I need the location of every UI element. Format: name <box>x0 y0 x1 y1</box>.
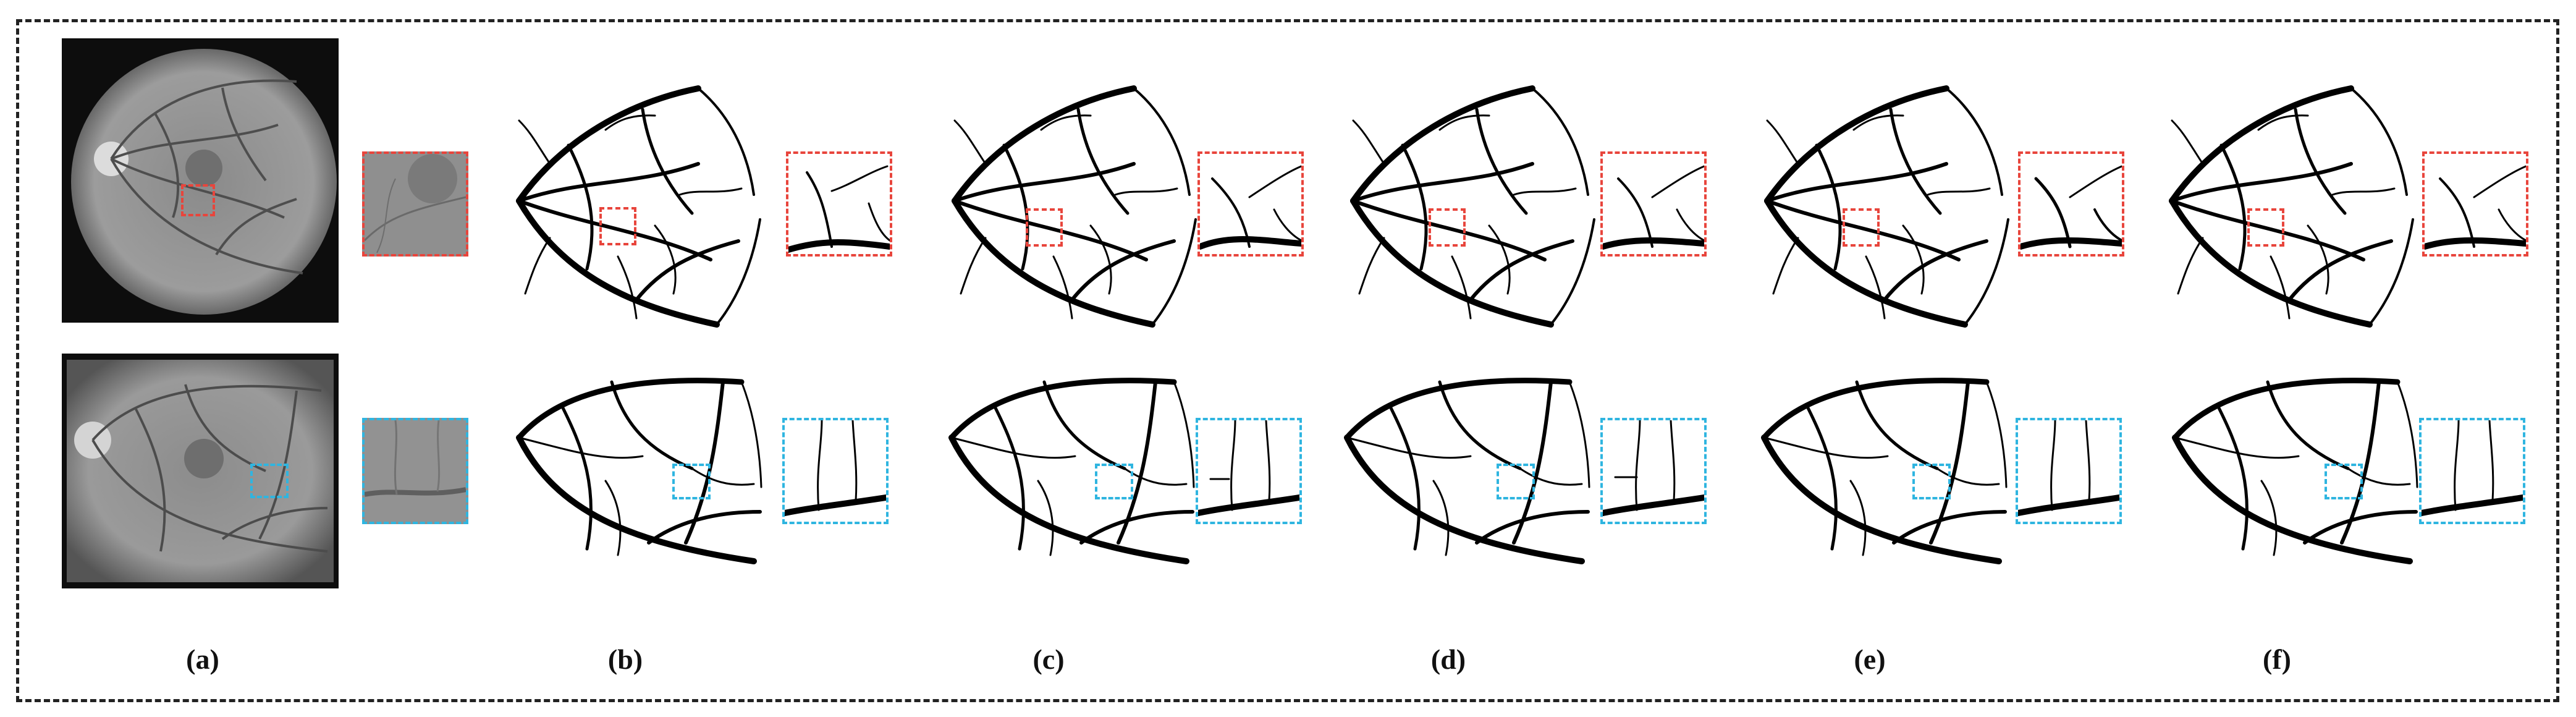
segmentation-c-row2 <box>927 357 1199 586</box>
segmentation-c-row1 <box>930 71 1202 331</box>
segmentation-d-row2-graphic <box>1322 357 1594 586</box>
roi-box-d-row2 <box>1497 464 1535 499</box>
roi-box-e-row2 <box>1912 464 1951 499</box>
zoom-crop-e-row2-graphic <box>2018 420 2119 516</box>
roi-box-f-row2 <box>2325 464 2363 499</box>
zoom-crop-b-row2-graphic <box>785 420 886 516</box>
roi-box-e-row1 <box>1843 208 1880 247</box>
zoom-crop-d-row1 <box>1600 151 1707 257</box>
fundus-image-row2-graphic <box>67 360 334 582</box>
segmentation-f-row2-graphic <box>2150 357 2422 586</box>
fundus-image-row2 <box>62 354 339 588</box>
segmentation-c-row2-graphic <box>927 357 1199 586</box>
segmentation-e-row1-graphic <box>1742 71 2014 331</box>
zoom-crop-row1-original <box>362 151 468 257</box>
segmentation-f-row1 <box>2147 71 2419 331</box>
roi-box-b-row2 <box>672 464 711 499</box>
segmentation-f-row2 <box>2150 357 2422 586</box>
roi-box-c-row1 <box>1026 208 1063 247</box>
zoom-crop-row2-original <box>362 418 468 524</box>
zoom-crop-b-row1-graphic <box>788 165 890 253</box>
roi-box-d-row1 <box>1429 208 1466 247</box>
segmentation-c-row1-graphic <box>930 71 1202 331</box>
segmentation-d-row1-graphic <box>1328 71 1600 331</box>
segmentation-d-row2 <box>1322 357 1594 586</box>
dashed-frame <box>16 19 2559 702</box>
panel-label-b: (b) <box>607 643 643 675</box>
panel-label-e: (e) <box>1854 643 1886 675</box>
segmentation-e-row2 <box>1739 357 2011 586</box>
roi-box-row2 <box>250 464 289 498</box>
zoom-crop-d-row2-graphic <box>1603 420 1704 516</box>
segmentation-f-row1-graphic <box>2147 71 2419 331</box>
zoom-crop-e-row2 <box>2016 418 2122 524</box>
zoom-crop-b-row1 <box>786 151 892 257</box>
fundus-image-row1-graphic <box>71 49 337 315</box>
zoom-crop-row1-original-graphic <box>365 154 466 254</box>
segmentation-e-row1 <box>1742 71 2014 331</box>
zoom-crop-c-row1 <box>1197 151 1304 257</box>
panel-label-c: (c) <box>1033 643 1065 675</box>
zoom-crop-row2-original-graphic <box>365 420 466 522</box>
zoom-crop-d-row1-graphic <box>1603 165 1704 250</box>
roi-box-c-row2 <box>1095 464 1133 499</box>
zoom-crop-e-row1-graphic <box>2021 165 2122 250</box>
segmentation-b-row2 <box>494 357 766 586</box>
zoom-crop-c-row2 <box>1196 418 1302 524</box>
roi-box-row1 <box>181 184 215 216</box>
roi-box-b-row1 <box>599 207 636 245</box>
zoom-crop-d-row2 <box>1600 418 1707 524</box>
zoom-crop-f-row1 <box>2422 151 2528 257</box>
panel-label-f: (f) <box>2263 643 2291 675</box>
zoom-crop-f-row2-graphic <box>2422 420 2523 516</box>
segmentation-b-row2-graphic <box>494 357 766 586</box>
zoom-crop-c-row1-graphic <box>1200 165 1301 250</box>
fundus-image-row1 <box>62 38 339 323</box>
panel-label-d: (d) <box>1430 643 1466 675</box>
panel-label-a: (a) <box>186 643 219 675</box>
roi-box-f-row1 <box>2247 208 2284 247</box>
zoom-crop-f-row2 <box>2419 418 2525 524</box>
zoom-crop-b-row2 <box>782 418 889 524</box>
zoom-crop-c-row2-graphic <box>1198 420 1299 516</box>
segmentation-e-row2-graphic <box>1739 357 2011 586</box>
zoom-crop-f-row1-graphic <box>2425 165 2526 250</box>
segmentation-b-row1 <box>494 71 766 331</box>
segmentation-d-row1 <box>1328 71 1600 331</box>
segmentation-b-row1-graphic <box>494 71 766 331</box>
zoom-crop-e-row1 <box>2018 151 2124 257</box>
